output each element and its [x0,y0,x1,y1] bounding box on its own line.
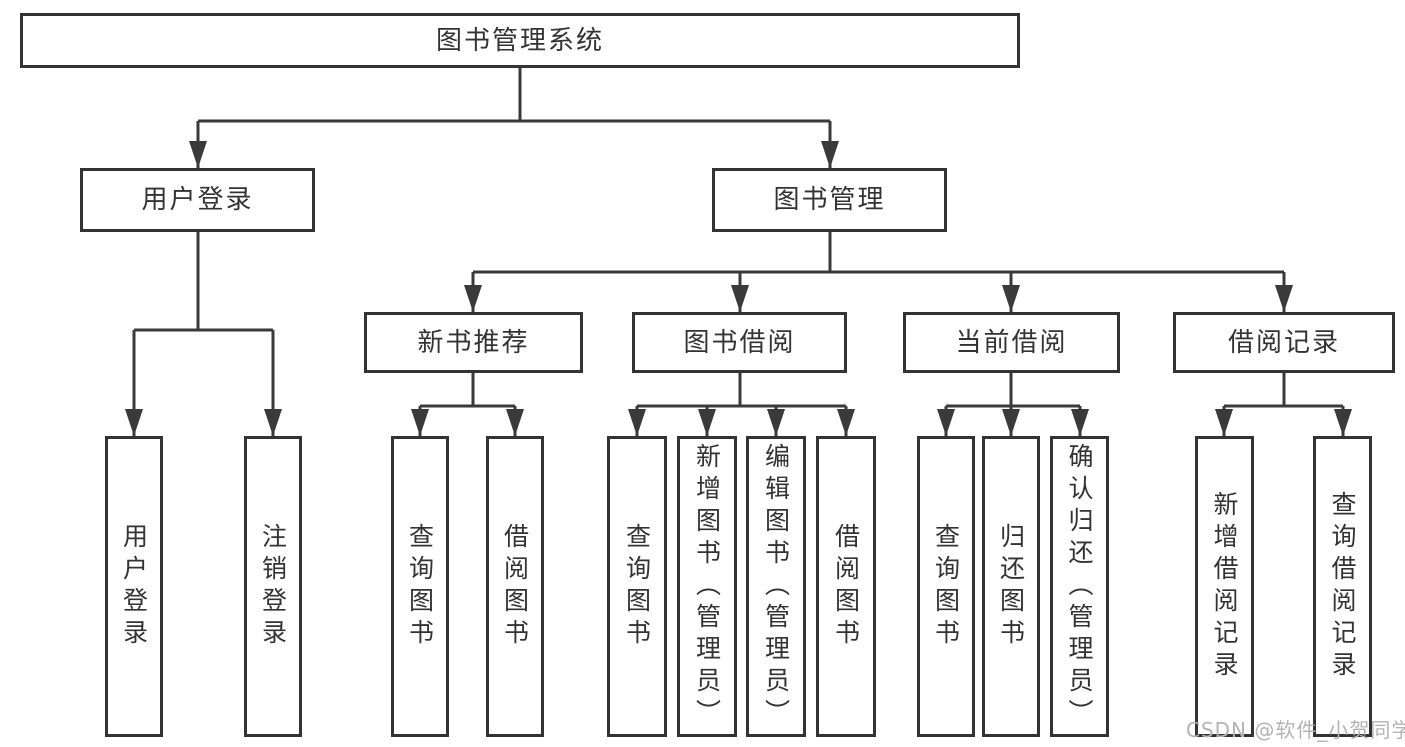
node-label: 查询借阅记录 [1328,490,1357,683]
node-label: 用户登录 [119,522,149,651]
leaf-query-borrow-record: 查询借阅记录 [1313,436,1372,737]
connector-records-leaves [1222,373,1345,436]
arrowhead [1215,409,1233,436]
arrowhead [731,285,749,312]
arrowhead [264,409,282,436]
connector-bookborrow-leaves [635,373,848,436]
node-label: 当前借阅 [955,327,1068,358]
leaf-return-books: 归还图书 [982,436,1040,737]
arrowhead [1002,285,1020,312]
arrowhead [698,409,716,436]
arrowhead [1071,409,1089,436]
leaf-borrow-books-newrec: 借阅图书 [486,436,544,737]
node-label: 新书推荐 [417,327,530,358]
arrowhead [1002,409,1020,436]
leaf-borrow-books-borrow: 借阅图书 [816,436,876,737]
leaf-confirm-return-admin: 确认归还（管理员） [1050,436,1109,737]
connector-newbook-leaves [418,373,517,436]
node-book-management: 图书管理 [712,168,947,232]
node-label: 用户登录 [141,185,254,215]
node-new-book-recommendation: 新书推荐 [364,312,583,373]
arrowhead [821,141,839,168]
connector-bookmgmt-level3 [471,232,1286,312]
node-label: 新增借阅记录 [1210,490,1239,683]
connector-currentborrow-leaves [944,373,1082,436]
node-label: 图书管理系统 [435,25,604,56]
leaf-query-books-current: 查询图书 [917,436,975,737]
node-book-borrowing: 图书借阅 [632,312,847,373]
node-library-management-system: 图书管理系统 [20,13,1020,68]
leaf-query-books-newrec: 查询图书 [391,436,449,737]
arrowhead [1334,409,1352,436]
arrowhead [189,141,207,168]
node-current-borrowing: 当前借阅 [903,312,1120,373]
arrowhead [837,409,855,436]
node-label: 图书借阅 [683,327,796,358]
node-label: 注销登录 [258,522,288,651]
arrowhead [411,409,429,436]
node-label: 确认归还（管理员） [1065,442,1094,731]
arrowhead [506,409,524,436]
leaf-user-login: 用户登录 [105,436,163,737]
connector-strokes [132,68,1345,436]
arrowhead [1275,285,1293,312]
node-label: 查询图书 [405,522,435,651]
arrowhead [767,409,785,436]
leaf-logout: 注销登录 [244,436,302,737]
leaf-add-books-admin: 新增图书（管理员） [677,436,737,737]
node-label: 新增图书（管理员） [692,442,722,731]
node-label: 查询图书 [931,522,961,651]
node-label: 归还图书 [996,522,1026,651]
node-label: 编辑图书（管理员） [761,442,791,731]
node-label: 借阅图书 [500,522,530,651]
leaf-add-borrow-record: 新增借阅记录 [1195,436,1254,737]
arrowhead [464,285,482,312]
connector-userlogin-leaves [132,232,275,436]
arrowhead [937,409,955,436]
leaf-query-books-borrow: 查询图书 [607,436,667,737]
connector-root-level2 [196,68,832,168]
leaf-edit-books-admin: 编辑图书（管理员） [746,436,806,737]
node-borrowing-records: 借阅记录 [1173,312,1395,373]
node-label: 借阅图书 [831,522,861,651]
node-label: 图书管理 [773,185,886,215]
arrowhead [628,409,646,436]
node-label: 借阅记录 [1227,327,1340,358]
node-label: 查询图书 [622,522,652,651]
csdn-watermark: CSDN @软件_小贺同学 [1186,718,1405,742]
arrowhead [125,409,143,436]
node-user-login: 用户登录 [80,168,315,232]
